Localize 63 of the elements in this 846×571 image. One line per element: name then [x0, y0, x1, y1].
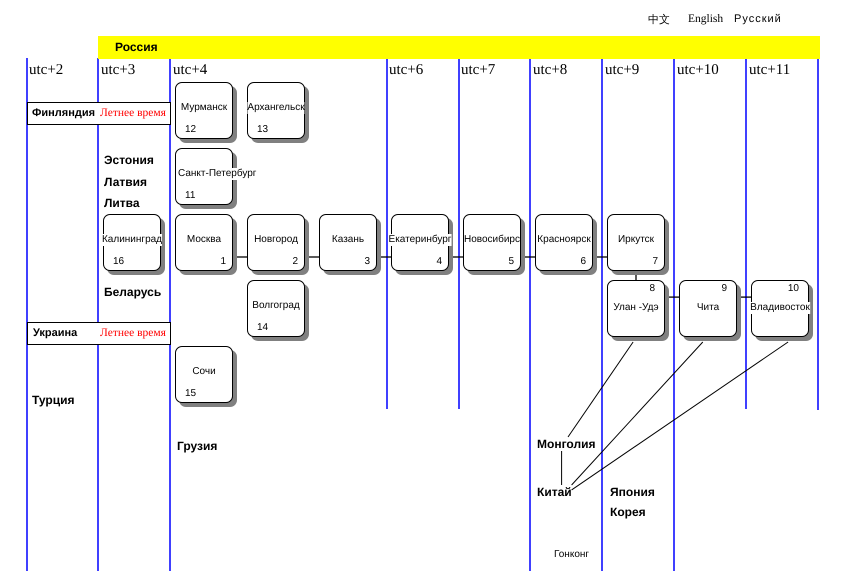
time-zone-label: utc+4: [173, 62, 208, 78]
city-name: Красноярск: [537, 234, 591, 246]
country-name: Грузия: [177, 439, 218, 453]
city-name: Новосибирс: [464, 234, 520, 246]
country-name: Латвия: [104, 175, 148, 189]
time-zone-label: utc+8: [533, 62, 568, 78]
city-number: 13: [257, 124, 268, 136]
country-name: Литва: [104, 196, 140, 210]
language-link: Русский: [734, 13, 782, 26]
city-name: Санкт-Петербург: [178, 168, 256, 180]
city-name: Калининград: [102, 234, 162, 246]
city-name: Екатеринбург: [388, 234, 452, 246]
connector-line: [571, 342, 789, 490]
city-number: 9: [721, 283, 727, 295]
country-name: Финляндия: [32, 106, 96, 120]
city-number: 10: [788, 283, 799, 295]
city-name: Улан -Удэ: [613, 302, 659, 314]
time-zone-label: utc+9: [605, 62, 640, 78]
city-number: 16: [113, 256, 124, 268]
city-name: Иркутск: [618, 234, 654, 246]
city-number: 12: [185, 124, 196, 136]
summer-time-note: Летнее время: [100, 326, 166, 340]
summer-time-note: Летнее время: [100, 106, 166, 120]
connector-line: [568, 342, 634, 438]
city-number: 1: [220, 256, 226, 268]
country-name: Россия: [115, 40, 158, 54]
country-band: [98, 36, 820, 59]
country-name: Япония: [610, 485, 655, 499]
country-name: Украина: [33, 326, 78, 340]
city-number: 15: [185, 388, 196, 400]
connector-line: [561, 450, 562, 486]
country-box: [27, 102, 171, 125]
city-name: Владивосток: [750, 302, 810, 314]
city-name: Гонконг: [554, 549, 590, 561]
time-zone-label: utc+11: [749, 62, 790, 78]
city-number: 3: [364, 256, 370, 268]
country-name: Монголия: [537, 437, 596, 451]
city-number: 5: [508, 256, 514, 268]
city-name: Новгород: [254, 234, 298, 246]
country-name: Эстония: [104, 153, 154, 167]
time-zone-label: utc+2: [29, 62, 64, 78]
city-number: 2: [292, 256, 298, 268]
country-name: Корея: [610, 505, 646, 519]
city-number: 6: [580, 256, 586, 268]
country-name: Китай: [537, 485, 572, 499]
country-name: Беларусь: [104, 285, 162, 299]
city-name: Мурманск: [180, 102, 228, 114]
time-zone-label: utc+10: [677, 62, 719, 78]
city-number: 14: [257, 322, 268, 334]
time-zone-label: utc+7: [461, 62, 496, 78]
time-zone-label: utc+6: [389, 62, 424, 78]
language-link: 中文: [648, 13, 670, 27]
city-number: 11: [185, 190, 196, 202]
time-zone-label: utc+3: [101, 62, 136, 78]
connector-line: [571, 342, 704, 486]
city-number: 4: [436, 256, 442, 268]
city-name: Волгоград: [252, 300, 300, 312]
city-number: 7: [652, 256, 658, 268]
country-name: Турция: [32, 393, 74, 407]
language-link: English: [688, 12, 724, 27]
city-number: 8: [649, 283, 655, 295]
city-name: Архангельск: [247, 102, 305, 114]
country-box: [27, 322, 171, 345]
